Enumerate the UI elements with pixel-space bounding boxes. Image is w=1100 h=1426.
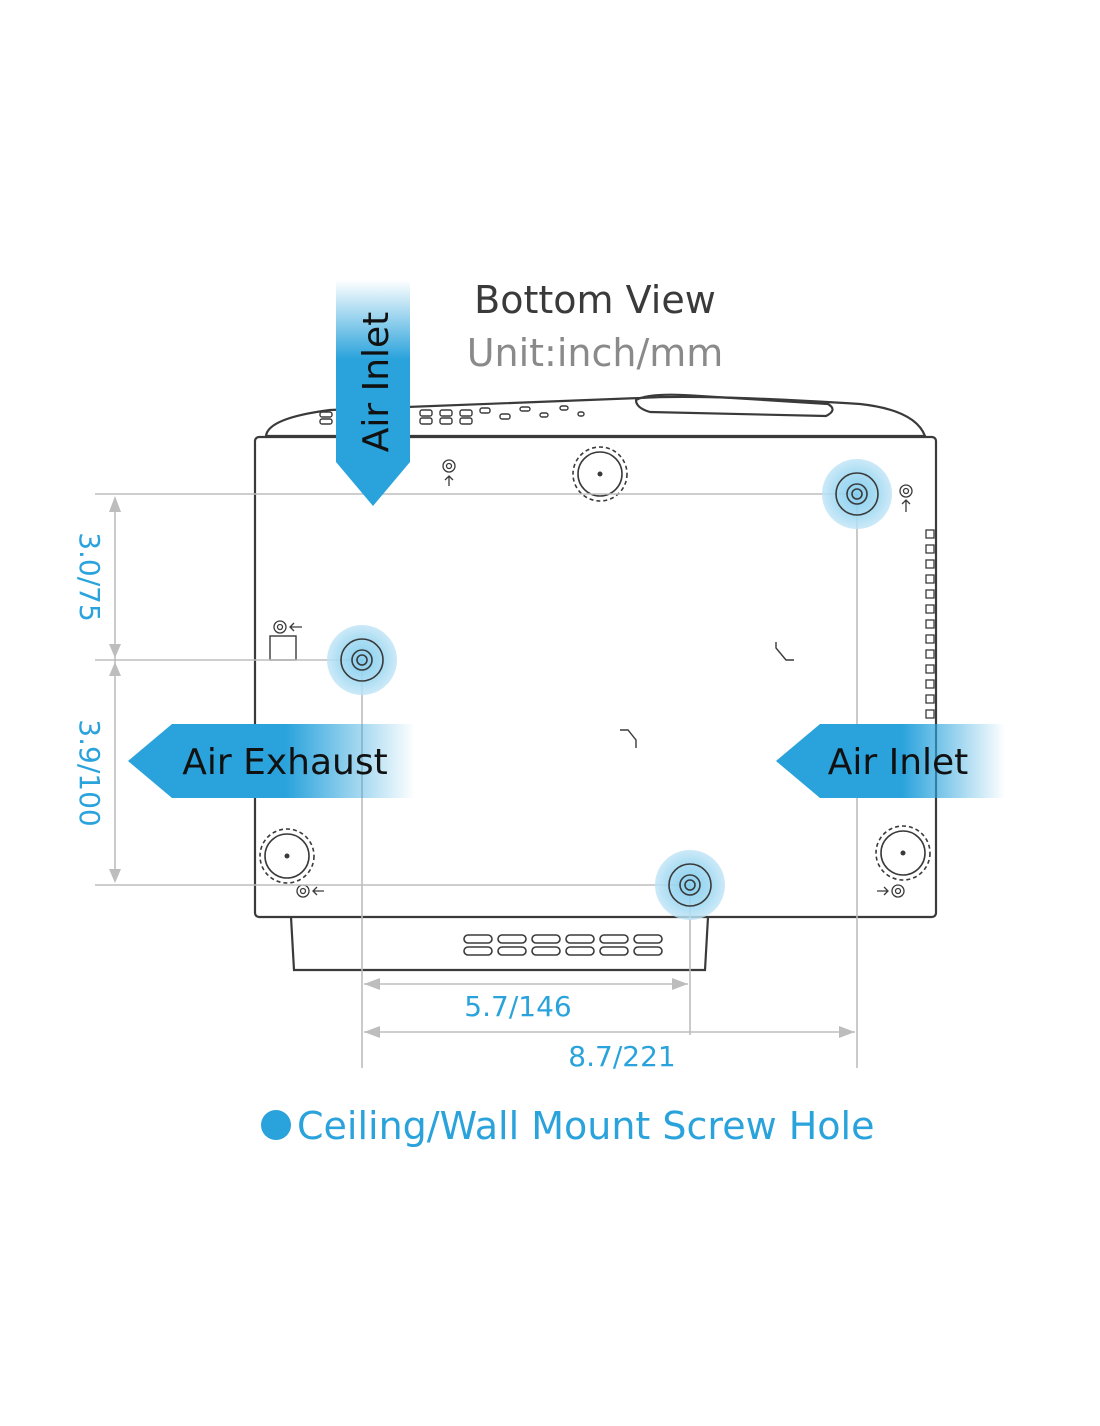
- unit-label: Unit:inch/mm: [467, 331, 724, 375]
- air-exhaust-label: Air Exhaust: [182, 742, 388, 783]
- adjustable-foot: [572, 446, 628, 502]
- mount-screw-hole: [655, 850, 725, 920]
- air-inlet-top-label: Air Inlet: [356, 312, 397, 453]
- side-vents: [925, 529, 935, 719]
- base-vents: [463, 934, 663, 956]
- mount-screw-hole: [327, 625, 397, 695]
- dimension-horizontal-outer: 8.7/221: [568, 1040, 675, 1073]
- adjustable-foot: [259, 828, 315, 884]
- screw-indicator: [273, 459, 913, 898]
- corner-mark: [620, 729, 637, 748]
- diagram-title: Bottom View: [474, 278, 716, 322]
- dimension-vertical-upper: 3.0/75: [73, 532, 106, 622]
- tab-marker: [269, 635, 297, 661]
- dimension-vertical-lower: 3.9/100: [73, 719, 106, 826]
- legend: Ceiling/Wall Mount Screw Hole: [261, 1104, 875, 1148]
- legend-dot-icon: [261, 1110, 291, 1140]
- lens-bump: [634, 393, 834, 418]
- corner-mark: [775, 642, 794, 661]
- lip-vents: [319, 405, 585, 425]
- air-exhaust-arrow: Air Exhaust: [128, 724, 415, 798]
- projector-base: [289, 916, 710, 972]
- air-inlet-right-arrow: Air Inlet: [776, 724, 1005, 798]
- adjustable-foot: [875, 825, 931, 881]
- dimension-horizontal-inner: 5.7/146: [464, 990, 571, 1023]
- air-inlet-top-arrow: Air Inlet: [336, 280, 410, 506]
- air-inlet-right-label: Air Inlet: [828, 742, 969, 783]
- mount-screw-hole: [822, 459, 892, 529]
- projector-body: [253, 435, 938, 919]
- legend-label: Ceiling/Wall Mount Screw Hole: [297, 1104, 875, 1148]
